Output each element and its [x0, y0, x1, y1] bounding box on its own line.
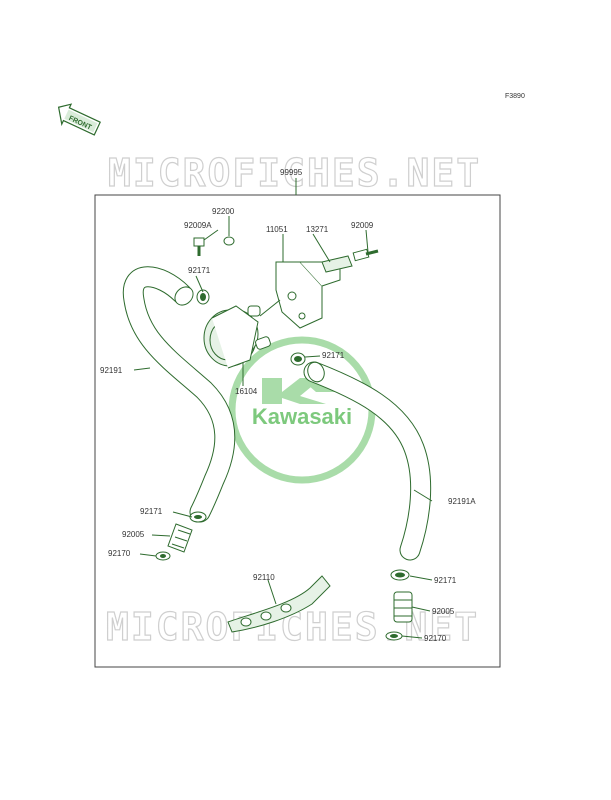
bracket-92110	[227, 575, 331, 633]
figure-code: F3890	[505, 93, 525, 100]
label-11051: 11051	[266, 225, 288, 234]
label-16104: 16104	[235, 387, 258, 396]
clamp-92170-right	[385, 631, 403, 641]
leader-lines	[133, 216, 433, 639]
front-arrow-icon: FRONT	[57, 103, 101, 136]
fitting-92005-left	[167, 523, 193, 553]
hose-92191A	[303, 361, 432, 561]
label-13271: 13271	[306, 225, 329, 234]
label-92191A: 92191A	[448, 497, 476, 506]
assembly-frame	[94, 194, 501, 668]
bolt-92009	[352, 248, 379, 262]
clamp-92171-lower-right	[390, 569, 410, 581]
label-99995: 99995	[280, 168, 303, 177]
valve-16104	[203, 305, 271, 369]
watermark-top: MICROFICHES.NET	[108, 151, 481, 195]
label-92191: 92191	[100, 366, 123, 375]
clamp-92171-upper	[196, 289, 210, 305]
hose-92191	[122, 266, 236, 523]
fitting-92005-right	[393, 591, 413, 623]
label-92200: 92200	[212, 207, 235, 216]
washer-92200	[223, 236, 235, 246]
label-92170-left: 92170	[108, 549, 131, 558]
label-92171-upper: 92171	[188, 266, 211, 275]
label-92170-right: 92170	[424, 634, 447, 643]
label-92110: 92110	[253, 573, 275, 582]
logo-wordmark: Kawasaki	[252, 404, 352, 429]
label-92171-middle: 92171	[322, 351, 345, 360]
bolt-92009A	[193, 237, 205, 256]
label-92009: 92009	[351, 221, 374, 230]
plate-13271	[321, 255, 353, 273]
label-92171-lower-right: 92171	[434, 576, 457, 585]
label-92009A: 92009A	[184, 221, 212, 230]
label-92171-lower-left: 92171	[140, 507, 163, 516]
label-92005-left: 92005	[122, 530, 145, 539]
clamp-92171-lower-left	[189, 511, 207, 523]
bracket-11051	[259, 261, 341, 329]
clamp-92171-middle	[290, 352, 306, 366]
label-92005-right: 92005	[432, 607, 455, 616]
clamp-92170-left	[155, 551, 171, 561]
